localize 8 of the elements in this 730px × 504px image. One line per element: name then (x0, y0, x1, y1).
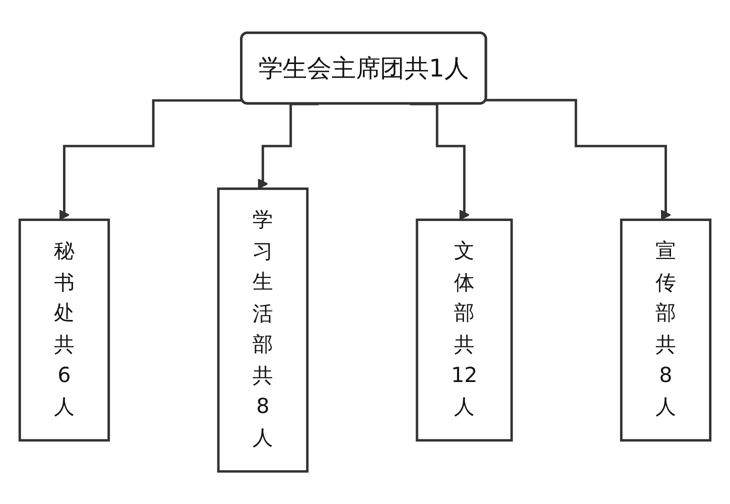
arrow (258, 102, 319, 190)
node-box: 学习生活部共8人 (217, 187, 309, 473)
arrow (410, 102, 470, 220)
node-box: 文体部共12人 (416, 218, 513, 442)
arrow (486, 98, 672, 220)
node-box: 秘书处共6人 (18, 218, 110, 442)
node-box: 宣传部共8人 (620, 218, 712, 442)
arrow (58, 99, 242, 220)
